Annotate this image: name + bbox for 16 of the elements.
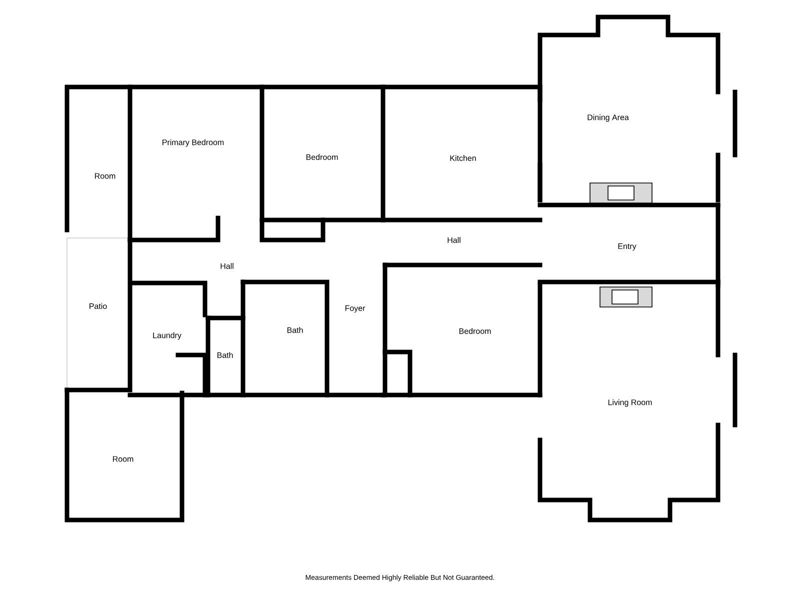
room-label: Foyer [345, 305, 366, 313]
room-label: Laundry [153, 332, 182, 340]
room-label: Bath [287, 327, 303, 333]
room-label: Bath [217, 352, 233, 358]
room-label: Room [113, 456, 134, 462]
room-label: Bedroom [459, 328, 491, 334]
room-label: Primary Bedroom [162, 139, 224, 147]
room-label: Living Room [608, 399, 652, 407]
room-label: Entry [618, 243, 636, 251]
room-label: Bedroom [306, 154, 338, 160]
room-label: Hall [220, 263, 234, 269]
room-label: Patio [90, 303, 107, 309]
room-label: Dining Area [588, 114, 629, 122]
room-label: Room [95, 173, 116, 179]
room-label: Kitchen [450, 155, 476, 161]
room-label: Hall [448, 237, 460, 243]
